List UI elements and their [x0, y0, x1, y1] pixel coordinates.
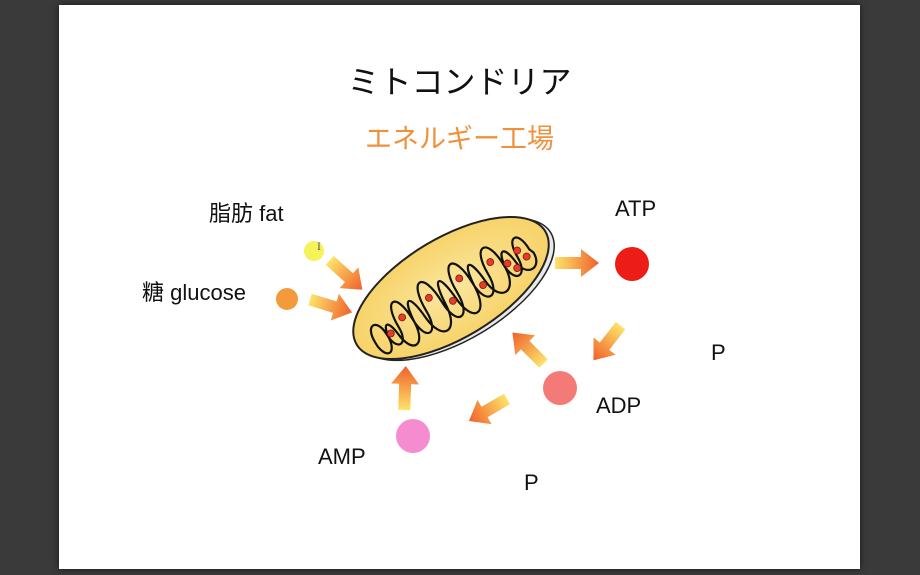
phosphate-label-2: P [524, 470, 539, 495]
atp-dot [615, 247, 649, 281]
fat-dot [304, 241, 324, 261]
atp-label: ATP [615, 196, 657, 221]
slide-title: ミトコンドリア [347, 63, 572, 101]
glucose-dot [276, 288, 298, 310]
amp-label: AMP [318, 444, 366, 469]
adp-label: ADP [596, 393, 642, 418]
fat-arrow [320, 249, 372, 301]
fat-label: 脂肪 fat [209, 201, 284, 226]
glucose-arrow [305, 286, 357, 326]
adp-dot [543, 371, 577, 405]
adp-to-mito-arrow [502, 322, 554, 374]
atp-arrow [555, 249, 599, 277]
cristae-fold [369, 236, 538, 355]
amp-dot [396, 419, 430, 453]
atp-to-adp-arrow [582, 317, 632, 369]
phosphate-label-1: P [711, 340, 726, 365]
amp-to-mito-arrow [390, 365, 420, 411]
text-cursor-icon: I [317, 242, 321, 253]
slide-subtitle: エネルギー工場 [365, 124, 554, 155]
glucose-label: 糖 glucose [142, 280, 246, 305]
adp-to-amp-arrow [461, 386, 515, 434]
mitochondrion-icon [352, 215, 555, 362]
